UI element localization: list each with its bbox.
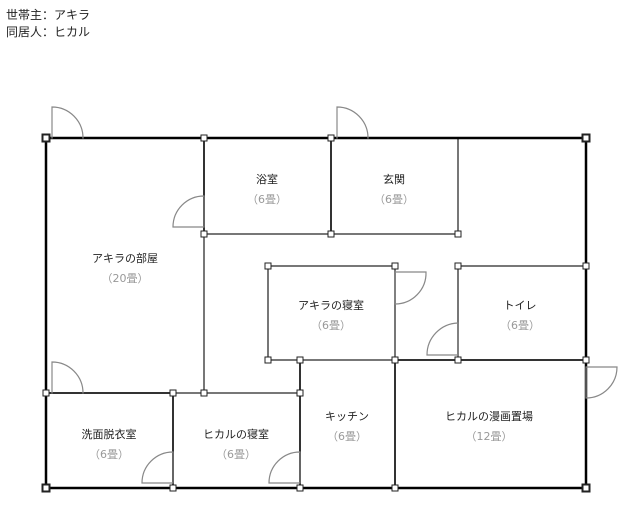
doors <box>51 106 618 484</box>
wall-node <box>454 356 462 364</box>
wall-node <box>454 262 462 270</box>
value: アキラ <box>54 8 91 22</box>
wall-node <box>200 134 208 142</box>
wall-node <box>41 483 51 493</box>
room-kitchen: キッチン （6畳） <box>277 408 417 444</box>
room-size: （6畳） <box>89 448 129 461</box>
room-name: アキラの寝室 <box>298 299 364 312</box>
room-name: ヒカルの寝室 <box>203 428 269 441</box>
wall-node <box>454 230 462 238</box>
cohabitant: 同居人：ヒカル <box>6 23 90 40</box>
head-of-household: 世帯主：アキラ <box>6 6 90 23</box>
wall-node <box>582 262 590 270</box>
wall-node <box>264 356 272 364</box>
room-name: トイレ <box>503 299 537 312</box>
room-size: （20畳） <box>101 272 149 285</box>
wall-node <box>327 230 335 238</box>
wall-node <box>391 356 399 364</box>
room-toilet: トイレ （6畳） <box>450 297 590 333</box>
room-entrance: 玄関 （6畳） <box>324 171 464 207</box>
room-size: （6畳） <box>500 319 540 332</box>
room-size: （6畳） <box>247 193 287 206</box>
room-hikaru-bedroom: ヒカルの寝室 （6畳） <box>166 426 306 462</box>
room-name: ヒカルの漫画置場 <box>445 410 533 423</box>
room-name: 浴室 <box>256 173 278 186</box>
wall-node <box>200 389 208 397</box>
room-bath: 浴室 （6畳） <box>197 171 337 207</box>
room-name: アキラの部屋 <box>92 252 158 265</box>
wall-node <box>327 134 335 142</box>
wall-node <box>169 389 177 397</box>
wall-nodes <box>41 133 591 493</box>
value: ヒカル <box>54 25 91 39</box>
wall-node <box>296 356 304 364</box>
room-size: （6畳） <box>374 193 414 206</box>
room-hikaru-manga: ヒカルの漫画置場 （12畳） <box>419 408 559 444</box>
room-size: （12畳） <box>465 430 513 443</box>
room-akira-room: アキラの部屋 （20畳） <box>55 250 195 286</box>
wall-node <box>582 356 590 364</box>
room-washroom: 洗面脱衣室 （6畳） <box>39 426 179 462</box>
room-name: 玄関 <box>383 173 405 186</box>
wall-node <box>581 483 591 493</box>
wall-node <box>391 484 399 492</box>
room-akira-bedroom: アキラの寝室 （6畳） <box>261 297 401 333</box>
wall-node <box>41 133 51 143</box>
wall-node <box>581 133 591 143</box>
wall-node <box>264 262 272 270</box>
room-name: 洗面脱衣室 <box>81 428 137 441</box>
room-size: （6畳） <box>311 319 351 332</box>
wall-node <box>391 262 399 270</box>
outer-wall <box>44 136 588 490</box>
wall-node <box>200 230 208 238</box>
wall-node <box>296 484 304 492</box>
wall-node <box>296 389 304 397</box>
label: 同居人： <box>6 25 55 39</box>
wall-node <box>42 389 50 397</box>
wall-node <box>169 484 177 492</box>
inner-walls-dark <box>45 137 587 489</box>
room-size: （6畳） <box>327 430 367 443</box>
room-size: （6畳） <box>216 448 256 461</box>
room-name: キッチン <box>325 410 369 423</box>
label: 世帯主： <box>6 8 55 22</box>
